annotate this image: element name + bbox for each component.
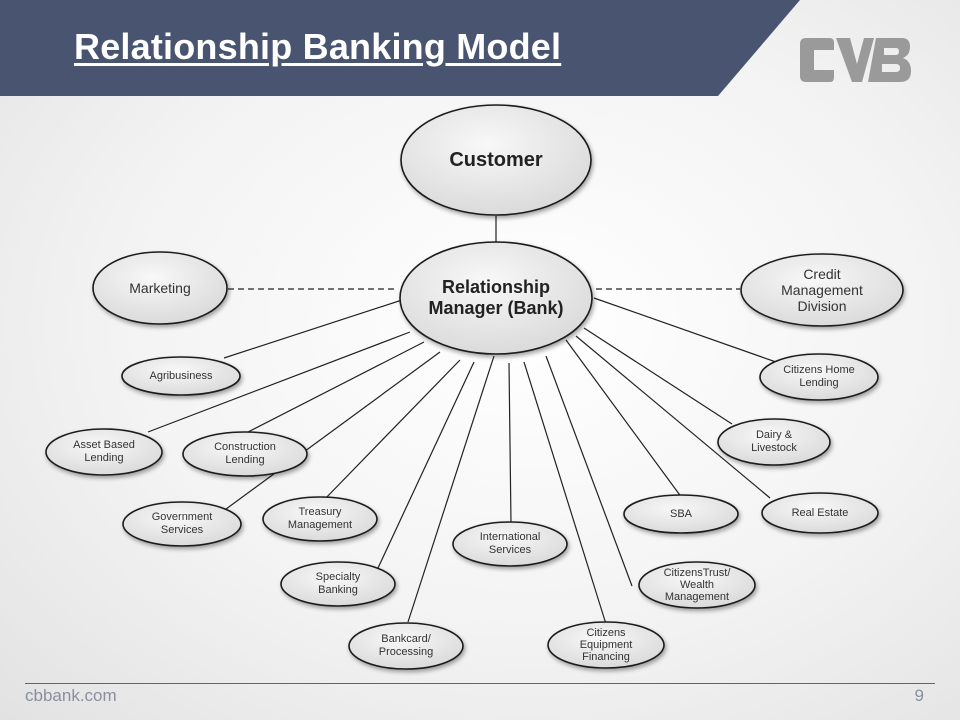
link-rm-home-lending (593, 297, 777, 363)
footer-website[interactable]: cbbank.com (25, 686, 117, 705)
link-rm-construction (247, 341, 425, 433)
link-rm-international (508, 362, 512, 525)
link-rm-citizenstrust (545, 355, 633, 587)
node-agribusiness-shape (121, 356, 241, 396)
node-specialty-shape (280, 561, 396, 607)
link-rm-specialty (377, 361, 475, 569)
node-citizenstrust-shape (638, 561, 756, 609)
link-rm-treasury (321, 359, 461, 503)
node-international-shape (452, 521, 568, 567)
node-marketing-shape (92, 251, 228, 325)
cvb-logo-icon (800, 38, 911, 82)
header-band (0, 0, 800, 96)
link-rm-bankcard (407, 355, 495, 623)
node-government-shape (122, 501, 242, 547)
node-home-lending-shape (759, 353, 879, 401)
node-credit-shape (740, 253, 904, 327)
link-rm-agribusiness (223, 299, 403, 359)
link-rm-government (221, 351, 441, 513)
node-asset-based-shape (45, 428, 163, 476)
link-rm-real-estate (575, 335, 771, 499)
page-title: Relationship Banking Model (74, 26, 562, 67)
node-equipment-shape (547, 621, 665, 669)
node-treasury-shape (262, 496, 378, 542)
node-customer-shape (400, 104, 592, 216)
link-rm-dairy (583, 327, 733, 425)
node-construction-shape (182, 431, 308, 477)
link-rm-equipment (523, 361, 607, 625)
node-shapes (45, 104, 904, 670)
page-number: 9 (914, 686, 924, 705)
node-sba-shape (623, 494, 739, 534)
footer-divider (25, 683, 935, 684)
link-rm-asset-based (147, 331, 411, 433)
node-real-estate-shape (761, 492, 879, 534)
node-rm-shape (399, 241, 593, 355)
connector-lines (147, 216, 777, 625)
link-rm-sba (565, 339, 683, 499)
node-bankcard-shape (348, 622, 464, 670)
node-dairy-shape (717, 418, 831, 466)
